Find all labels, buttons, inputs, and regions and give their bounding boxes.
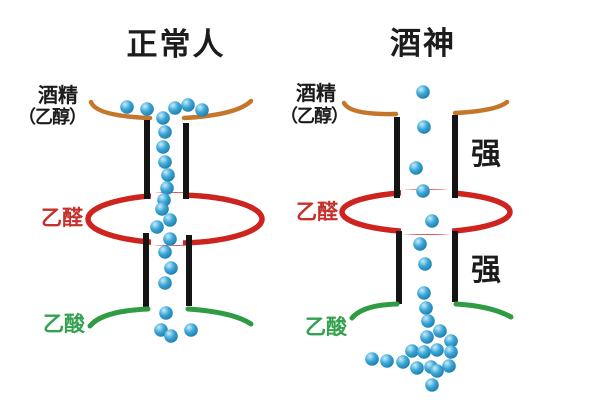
molecule-ball [405,344,419,358]
molecule-ball [410,361,424,375]
molecule-ball [444,334,458,348]
molecule-ball [413,237,427,251]
molecule-ball [430,343,444,357]
molecule-ball [156,111,170,125]
right-channel-gap-mask [401,190,452,234]
strong-enzyme-label-upper: 强 [471,138,501,171]
left-ethanol-label-line1: 酒精 [38,83,78,107]
molecule-ball [158,276,172,290]
molecule-ball [396,355,410,369]
molecule-ball [159,306,173,320]
left-acetate-right-arc [185,306,254,327]
molecule-ball [156,140,170,154]
right-ethanol-label-line1: 酒精 [296,81,336,105]
molecule-ball [120,100,134,114]
left-title: 正常人 [127,27,226,62]
molecule-ball [163,232,177,246]
left-diagram [85,98,265,343]
molecule-ball [418,257,432,271]
molecule-ball [416,184,430,198]
molecule-ball [164,261,178,275]
molecule-ball [184,323,198,337]
molecule-ball [433,324,447,338]
left-acetate-label: 乙酸 [43,312,86,336]
molecule-ball [164,329,178,343]
molecule-ball [425,214,439,228]
molecule-ball [163,213,177,227]
molecule-ball [155,202,169,216]
molecule-ball [140,102,154,116]
molecule-ball [430,364,444,378]
molecule-ball [421,314,435,328]
right-acetaldehyde-label: 乙醛 [296,200,339,224]
right-diagram [339,85,514,392]
molecule-ball [417,345,431,359]
molecule-ball [181,98,195,112]
left-funnel-top-right-arc [181,98,254,121]
molecule-ball [195,103,209,117]
molecule-ball [420,330,434,344]
right-ethanol-label-line2: （乙醇） [280,105,348,126]
strong-enzyme-label-lower: 强 [471,254,501,287]
molecule-ball [168,101,182,115]
right-acetate-label: 乙酸 [305,315,348,339]
molecule-ball [365,352,379,366]
right-title: 酒神 [390,26,456,61]
molecule-ball [161,168,175,182]
left-funnel-top-left-arc [88,99,153,121]
left-ethanol-label-line2: （乙醇） [18,106,86,127]
left-molecule-balls [120,98,209,343]
right-acetate-right-arc [453,301,514,320]
molecule-ball [150,220,164,234]
left-acetate-left-arc [87,306,151,329]
molecule-ball [442,359,456,373]
right-molecule-balls [365,85,458,392]
molecule-ball [380,354,394,368]
molecule-ball [417,286,431,300]
molecule-ball [409,161,423,175]
molecule-ball [158,155,172,169]
molecule-ball [158,245,172,259]
molecule-ball [416,85,430,99]
right-funnel-top-right-arc [452,99,510,116]
molecule-ball [158,125,172,139]
molecule-ball [160,181,174,195]
molecule-ball [419,301,433,315]
right-acetate-left-arc [349,301,400,321]
right-funnel-top-left-arc [341,100,399,117]
molecule-ball [417,120,431,134]
left-acetaldehyde-label: 乙醛 [41,206,84,230]
molecule-ball [444,345,458,359]
molecule-ball [425,378,439,392]
molecule-ball [154,323,168,337]
